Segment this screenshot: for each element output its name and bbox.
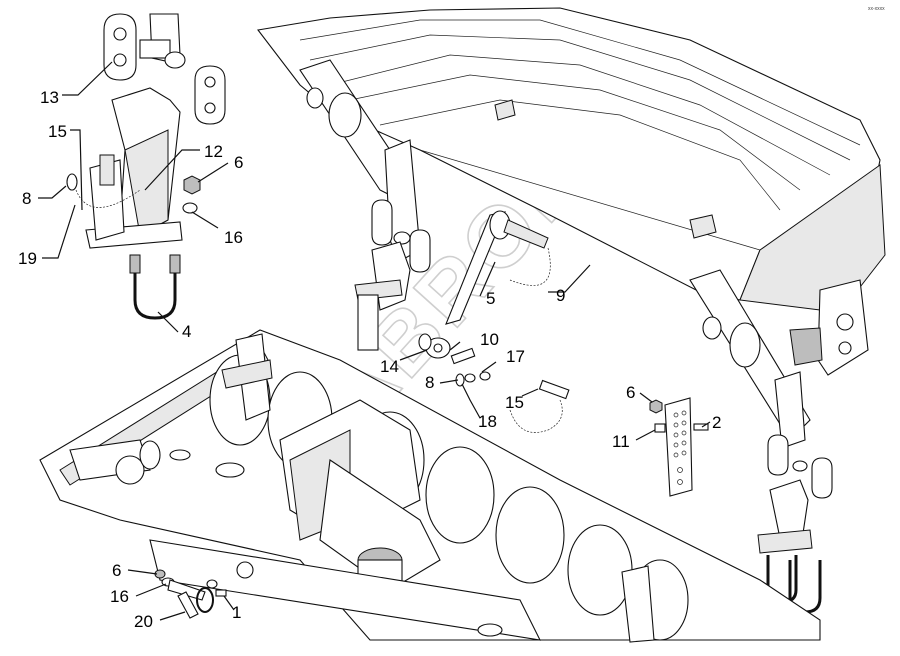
callout-2: 2 (712, 413, 721, 432)
callout-8: 8 (425, 373, 434, 392)
callout-19: 19 (18, 249, 37, 268)
callout-17: 17 (506, 347, 525, 366)
hitch-bracket-assembly (66, 13, 226, 320)
plate-holes (673, 410, 687, 485)
callout-labels: 13 15 12 6 8 16 19 4 5 9 10 14 17 8 15 1… (18, 88, 721, 631)
callout-18: 18 (478, 412, 497, 431)
callout-12: 12 (204, 142, 223, 161)
hook-assembly (154, 569, 227, 619)
corner-mark: xx-xxxx (868, 6, 885, 12)
hopper-frame-legs (299, 59, 811, 449)
callout-15: 15 (505, 393, 524, 412)
callout-5: 5 (486, 289, 495, 308)
callout-6: 6 (112, 561, 121, 580)
callout-1: 1 (232, 603, 241, 622)
machine-frame (39, 329, 821, 643)
callout-14: 14 (380, 357, 399, 376)
callout-20: 20 (134, 612, 153, 631)
callout-10: 10 (480, 330, 499, 349)
center-adjuster-assembly (354, 199, 570, 433)
callout-13: 13 (40, 88, 59, 107)
callout-6: 6 (626, 383, 635, 402)
callout-15: 15 (48, 122, 67, 141)
callout-4: 4 (182, 322, 191, 341)
callout-6: 6 (234, 153, 243, 172)
callout-16: 16 (110, 587, 129, 606)
seed-hopper (257, 7, 886, 376)
leader-lines (38, 61, 711, 621)
callout-9: 9 (556, 286, 565, 305)
callout-11: 11 (612, 432, 630, 451)
callout-8: 8 (22, 189, 31, 208)
callout-16: 16 (224, 228, 243, 247)
